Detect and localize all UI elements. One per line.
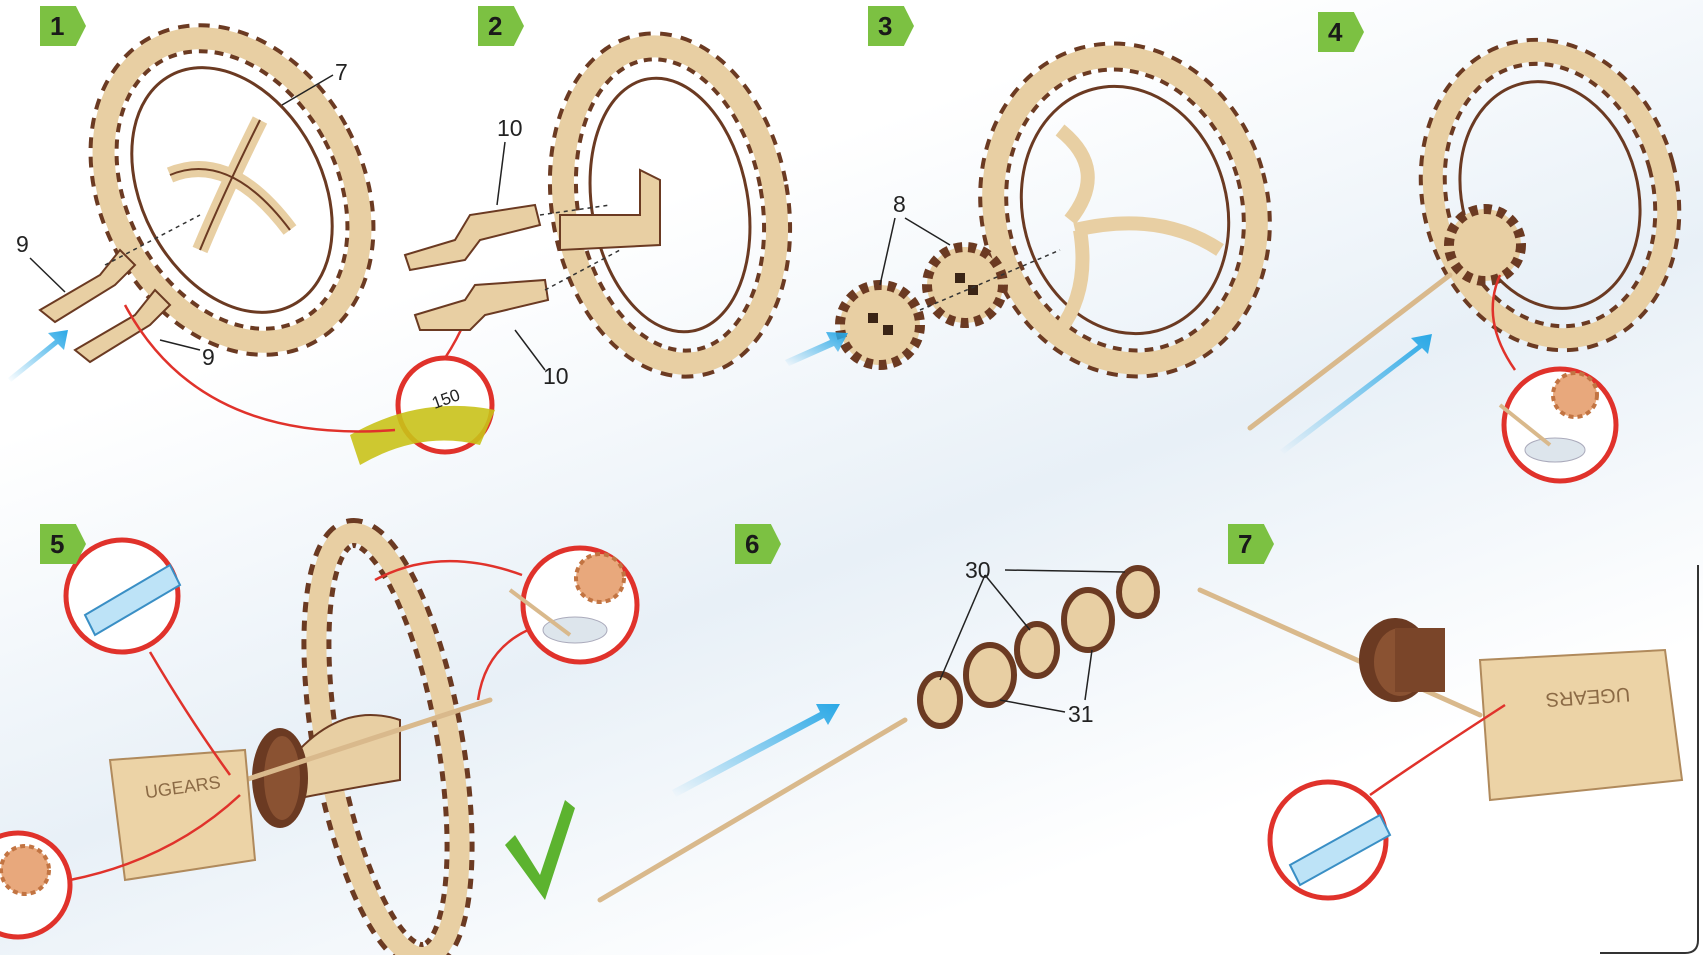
step1-gear <box>53 0 412 387</box>
step4-toothpick <box>1250 275 1450 428</box>
step4-callout-glue <box>1493 275 1616 481</box>
step7-ugears-tool: UGEARS <box>1480 650 1682 800</box>
step7-washer-stack <box>1359 618 1445 702</box>
part-label-10b: 10 <box>543 363 569 389</box>
step6-toothpick <box>600 720 905 900</box>
part-label-30: 30 <box>965 557 991 583</box>
step1-blue-arrow <box>8 330 68 382</box>
step7-callout-ruler <box>1270 705 1505 898</box>
part-label-9a: 9 <box>16 231 29 257</box>
step4-gear <box>1401 25 1698 365</box>
step5-callout-ruler <box>66 540 230 775</box>
step5-ugears-tool: UGEARS <box>110 750 255 880</box>
part-label-8: 8 <box>893 191 906 217</box>
step2-gear <box>539 29 801 381</box>
step6-blue-arrow <box>672 704 840 797</box>
part-label-10a: 10 <box>497 115 523 141</box>
step4-blue-arrow <box>1280 334 1432 454</box>
step6-washers <box>920 568 1157 726</box>
part-label-7: 7 <box>335 59 348 85</box>
part-label-31: 31 <box>1068 701 1094 727</box>
step3-blue-arrow <box>785 332 848 366</box>
step3-gear <box>959 27 1290 394</box>
part-label-9b: 9 <box>202 344 215 370</box>
check-icon <box>505 800 575 900</box>
